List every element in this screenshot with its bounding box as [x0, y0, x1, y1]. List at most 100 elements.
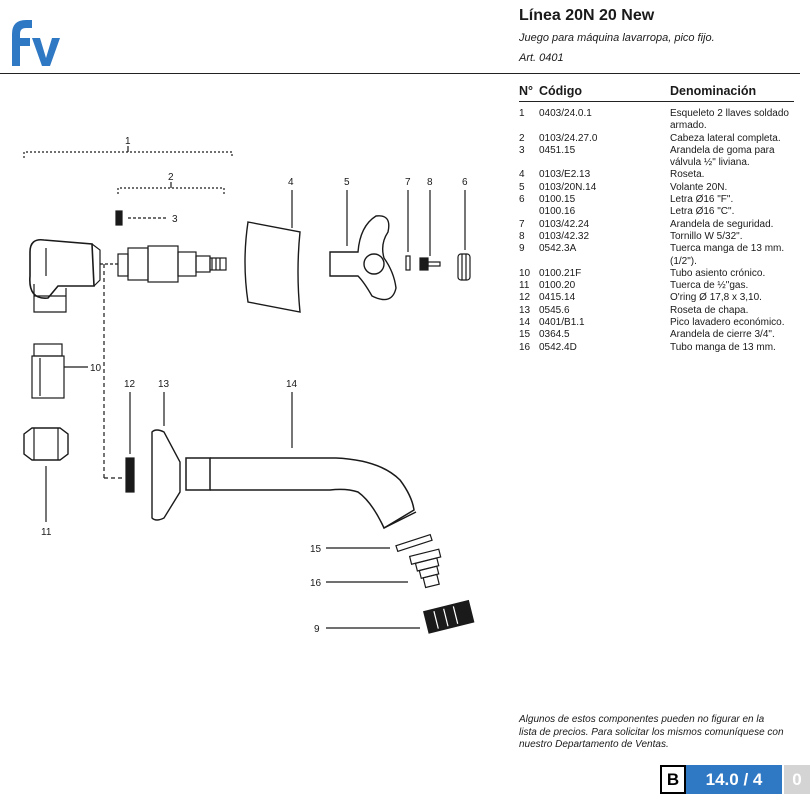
part-number: 10: [519, 267, 531, 279]
part-code: 0451.15: [539, 144, 576, 156]
label-2: 2: [168, 172, 174, 183]
part-number: 8: [519, 230, 525, 242]
part-number: 6: [519, 194, 525, 206]
part-name: Arandela de cierre 3/4".: [670, 329, 775, 341]
part-code: 0100.15: [539, 194, 576, 206]
part-number: 9: [519, 243, 525, 255]
part-number: [519, 206, 539, 218]
article-number: Art. 0401: [519, 52, 564, 64]
badge-number: 14.0 / 4: [686, 765, 782, 794]
col-header-name: Denominación: [670, 84, 757, 98]
col-header-num: N°: [519, 84, 534, 98]
part-name: Letra Ø16 "F".: [670, 194, 734, 206]
parts-row: 4 0103/E2.13 Roseta.: [519, 169, 799, 181]
part-code: 0364.5: [539, 329, 570, 341]
document-subtitle: Juego para máquina lavarropa, pico fijo.: [519, 32, 715, 44]
part-name: Esqueleto 2 llaves soldado armado.: [670, 108, 789, 132]
part-2-cartridge: [117, 245, 227, 283]
part-number: 5: [519, 181, 525, 193]
label-11: 11: [41, 527, 52, 538]
part-name: Volante 20N.: [670, 181, 728, 193]
part-6-letter-cap: [457, 253, 471, 281]
part-number: 15: [519, 329, 531, 341]
part-code: 0545.6: [539, 304, 570, 316]
part-name: Arandela de seguridad.: [670, 218, 774, 230]
label-7: 7: [405, 177, 411, 188]
label-10: 10: [90, 363, 102, 374]
part-number: 7: [519, 218, 525, 230]
label-15: 15: [310, 544, 322, 555]
part-code: 0542.4D: [539, 341, 577, 353]
part-code: 0103/42.32: [539, 230, 590, 242]
part-code: 0103/20N.14: [539, 181, 597, 193]
part-name: O'ring Ø 17,8 x 3,10.: [670, 292, 762, 304]
part-7-washer: [405, 255, 411, 271]
part-number: 12: [519, 292, 531, 304]
parts-row: 8 0103/42.32 Tornillo W 5/32".: [519, 231, 799, 243]
label-5: 5: [344, 177, 350, 188]
part-name: Roseta.: [670, 169, 705, 181]
page-badge: B 14.0 / 4 0: [660, 765, 810, 794]
part-10-tube: [31, 343, 65, 399]
label-1: 1: [125, 136, 131, 147]
part-number: 1: [519, 108, 525, 119]
part-name: Tornillo W 5/32".: [670, 230, 743, 242]
label-3: 3: [172, 214, 178, 225]
parts-row: 13 0545.6 Roseta de chapa.: [519, 305, 799, 317]
parts-row: 7 0103/42.24 Arandela de seguridad.: [519, 219, 799, 231]
part-name: Tuerca manga de 13 mm. (1/2").: [670, 243, 785, 267]
part-14-spout: [185, 457, 417, 530]
part-8-screw: [419, 257, 441, 271]
document-title: Línea 20N 20 New: [519, 7, 655, 24]
part-number: 4: [519, 169, 525, 181]
parts-row: 6 0100.15 Letra Ø16 "F".: [519, 194, 799, 206]
parts-row: 10 0100.21F Tubo asiento crónico.: [519, 268, 799, 280]
part-code: 0103/42.24: [539, 218, 590, 230]
part-name: Tubo asiento crónico.: [670, 267, 766, 279]
footer-note: Algunos de estos componentes pueden no f…: [519, 714, 784, 750]
part-name: Pico lavadero económico.: [670, 317, 785, 329]
label-8: 8: [427, 177, 433, 188]
parts-row: 14 0401/B1.1 Pico lavadero económico.: [519, 317, 799, 329]
badge-extra: 0: [784, 765, 810, 794]
label-13: 13: [158, 379, 170, 390]
part-12-oring: [125, 457, 135, 493]
label-12: 12: [124, 379, 136, 390]
part-name: Letra Ø16 "C".: [670, 206, 735, 218]
part-5-handle: [329, 215, 397, 301]
part-code: 0403/24.0.1: [539, 108, 592, 119]
part-code: 0100.21F: [539, 267, 582, 279]
part-name: Roseta de chapa.: [670, 304, 749, 316]
parts-table-divider: [519, 101, 794, 102]
bracket-1: [23, 151, 233, 158]
part-number: 16: [519, 341, 531, 353]
part-code: 0542.3A: [539, 243, 577, 255]
parts-row: 9 0542.3A Tuerca manga de 13 mm. (1/2").: [519, 243, 799, 268]
part-3-washer: [115, 210, 123, 226]
part-4-rosette: [244, 221, 301, 313]
part-number: 13: [519, 304, 531, 316]
part-code: 0103/E2.13: [539, 169, 591, 181]
label-6: 6: [462, 177, 468, 188]
part-11-nut: [23, 427, 69, 461]
part-number: 2: [519, 132, 525, 144]
part-number: 11: [519, 280, 530, 292]
part-13-plate: [151, 429, 181, 521]
parts-row: 2 0103/24.27.0 Cabeza lateral completa.: [519, 133, 799, 145]
label-16: 16: [310, 578, 322, 589]
parts-table: 1 0403/24.0.1 Esqueleto 2 llaves soldado a…: [519, 108, 799, 354]
label-4: 4: [288, 177, 294, 188]
label-14: 14: [286, 379, 298, 390]
part-name: Tuerca de ½"gas.: [670, 280, 749, 292]
col-header-code: Código: [539, 84, 583, 98]
part-code: 0401/B1.1: [539, 317, 585, 329]
part-name: Cabeza lateral completa.: [670, 132, 781, 144]
header-divider: [0, 73, 800, 74]
part-code: 0100.16: [539, 206, 576, 218]
bracket-2: [117, 187, 225, 194]
part-number: 14: [519, 317, 531, 329]
part-code: 0103/24.27.0: [539, 132, 598, 144]
